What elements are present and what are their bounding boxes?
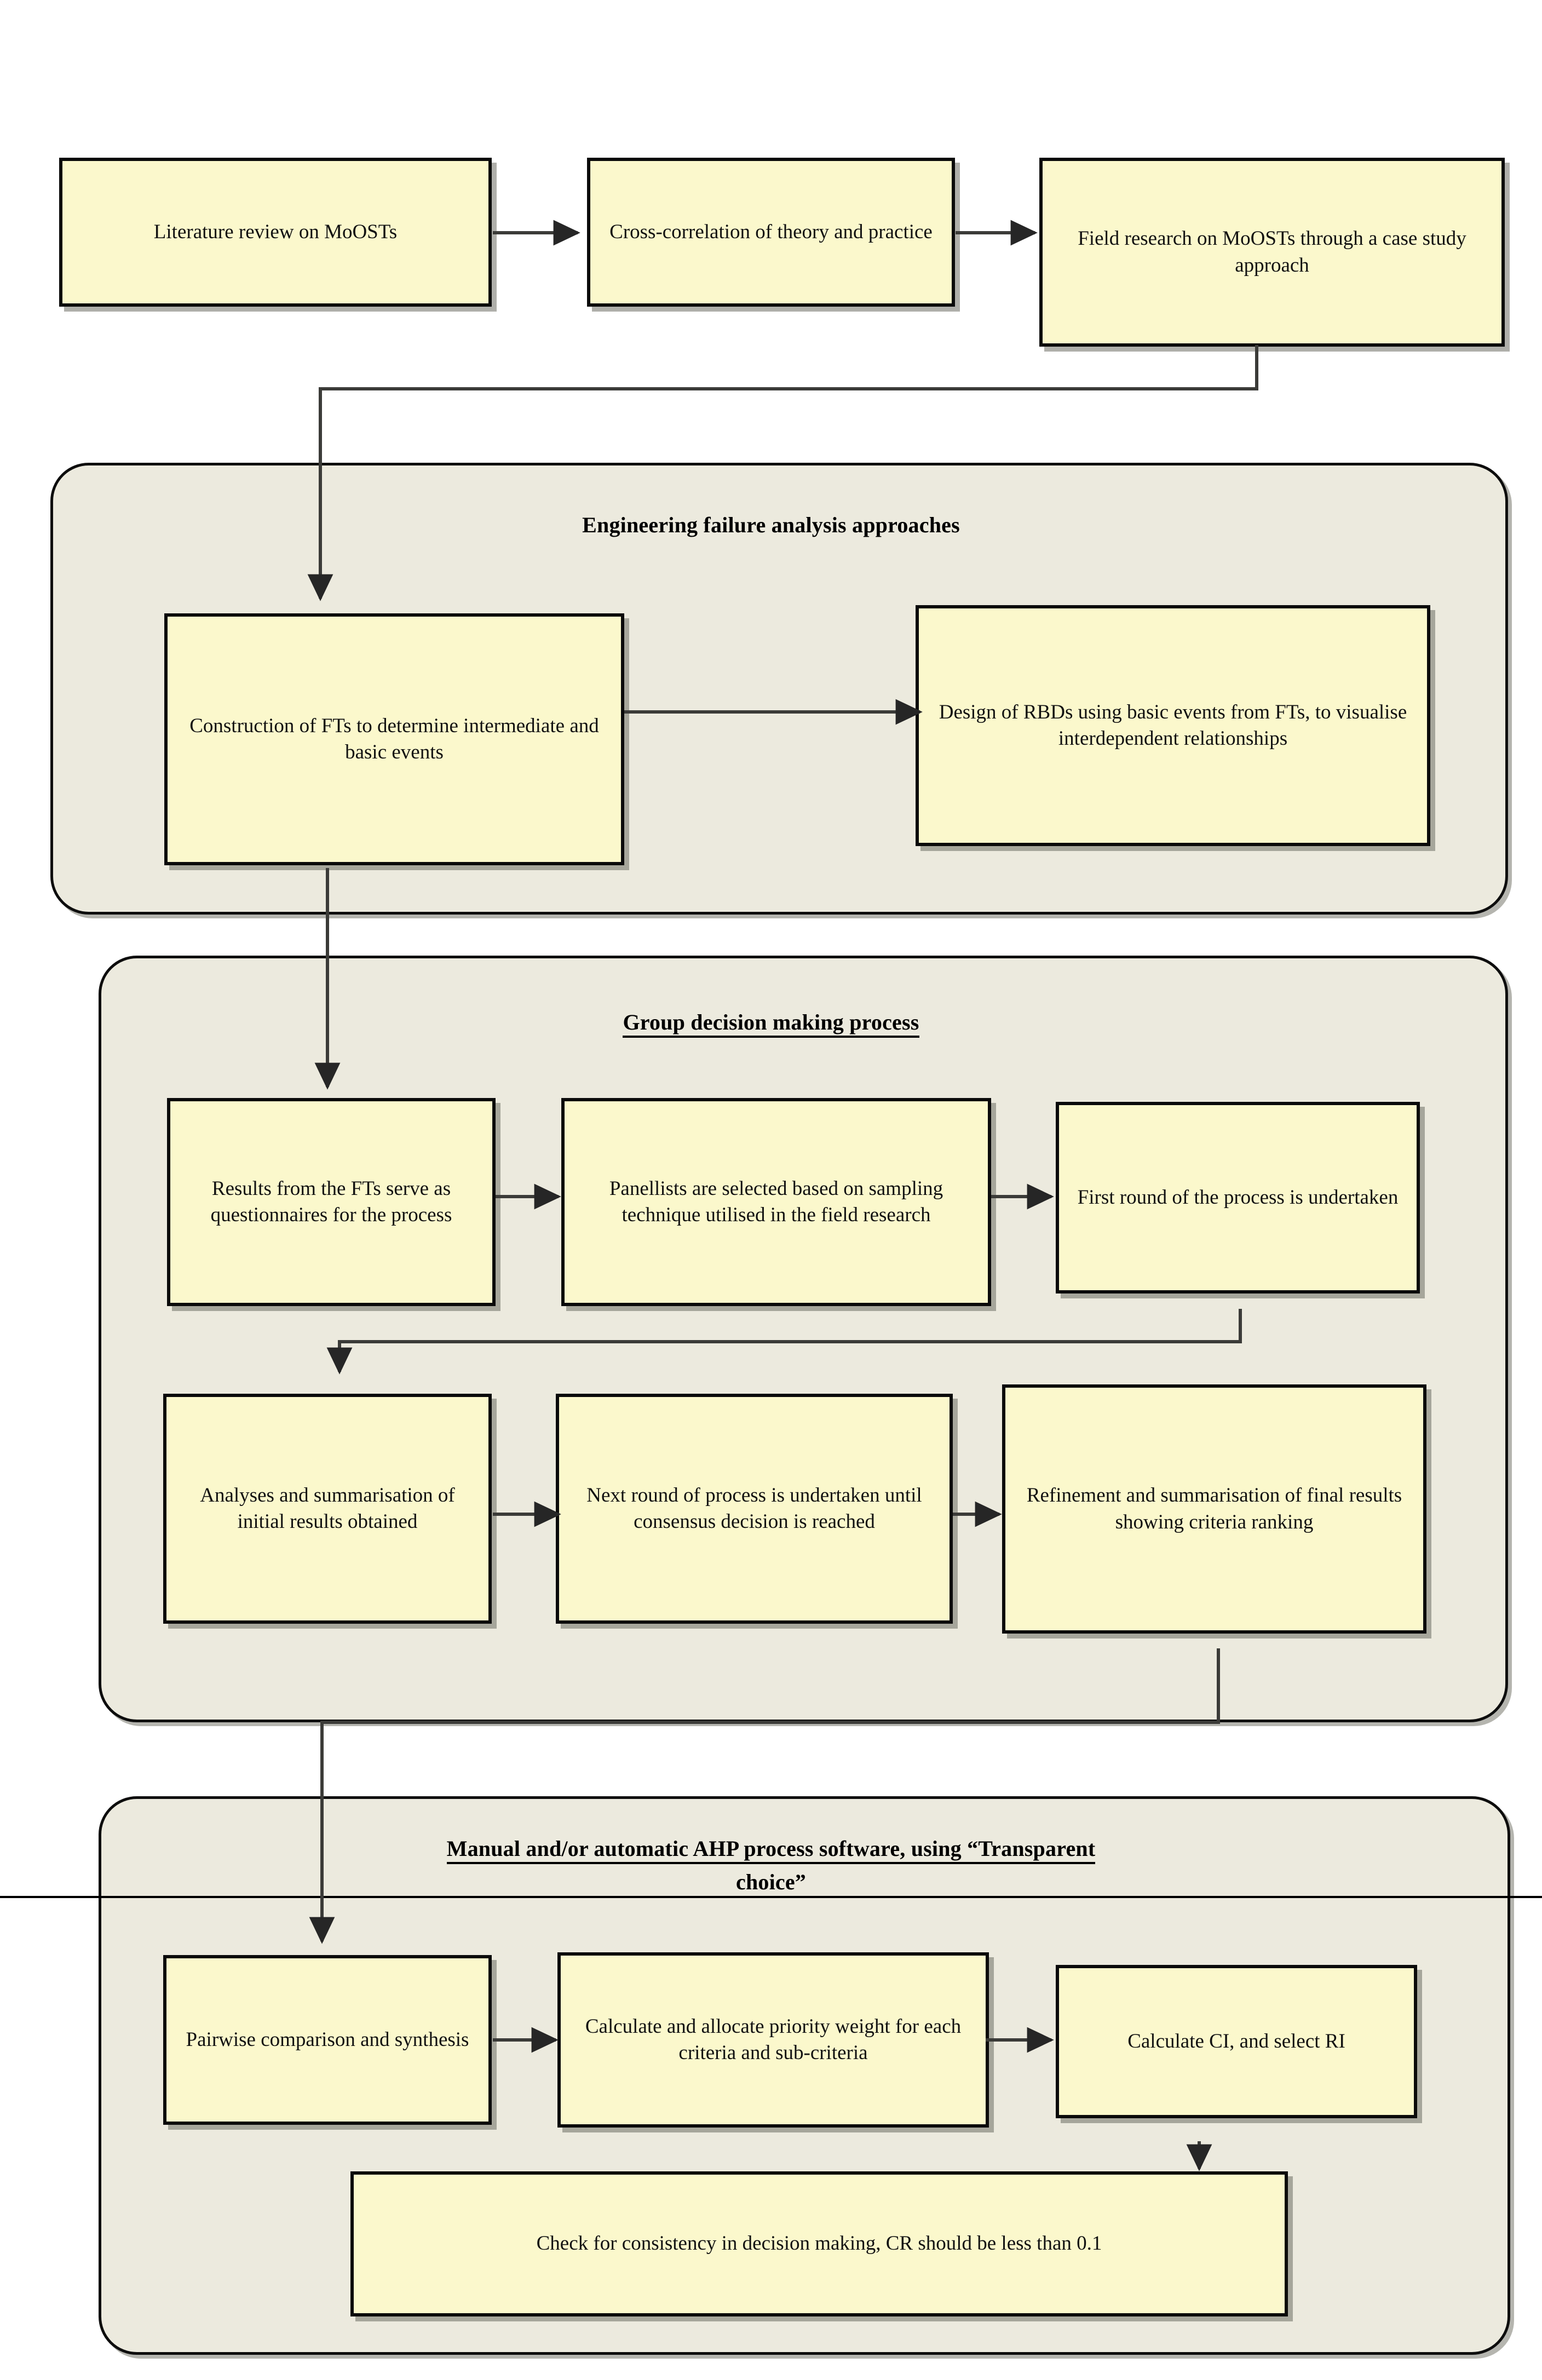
node-design-of-rbds[interactable]: Design of RBDs using basic events from F…: [916, 605, 1430, 846]
node-label: Analyses and summarisation of initial re…: [200, 1484, 455, 1533]
node-panellists-selected[interactable]: Panellists are selected based on samplin…: [561, 1098, 991, 1306]
node-refinement-summarisation[interactable]: Refinement and summarisation of final re…: [1002, 1384, 1426, 1634]
node-label: Panellists are selected based on samplin…: [609, 1177, 943, 1226]
node-label: Literature review on MoOSTs: [153, 220, 398, 243]
node-results-from-fts[interactable]: Results from the FTs serve as questionna…: [167, 1098, 496, 1306]
node-calculate-ci[interactable]: Calculate CI, and select RI: [1056, 1965, 1417, 2118]
node-label: Check for consistency in decision making…: [536, 2232, 1102, 2255]
node-label: Refinement and summarisation of final re…: [1026, 1484, 1402, 1533]
node-label: Design of RBDs using basic events from F…: [939, 700, 1407, 750]
node-label: Next round of process is undertaken unti…: [586, 1484, 922, 1533]
node-lit-review[interactable]: Literature review on MoOSTs: [59, 158, 492, 307]
node-label: Field research on MoOSTs through a case …: [1078, 227, 1466, 277]
node-label: Calculate and allocate priority weight f…: [585, 2015, 962, 2064]
node-label: Construction of FTs to determine interme…: [189, 714, 599, 763]
node-label: Calculate CI, and select RI: [1127, 2030, 1345, 2053]
node-analyses-summarisation[interactable]: Analyses and summarisation of initial re…: [163, 1394, 492, 1624]
node-label: Pairwise comparison and synthesis: [186, 2028, 469, 2051]
node-check-consistency[interactable]: Check for consistency in decision making…: [350, 2171, 1288, 2316]
node-cross-correlation[interactable]: Cross-correlation of theory and practice: [587, 158, 955, 307]
node-next-round[interactable]: Next round of process is undertaken unti…: [556, 1394, 953, 1624]
node-pairwise-comparison[interactable]: Pairwise comparison and synthesis: [163, 1955, 492, 2125]
node-label: Results from the FTs serve as questionna…: [210, 1177, 452, 1226]
node-calculate-allocate[interactable]: Calculate and allocate priority weight f…: [557, 1952, 989, 2128]
node-label: First round of the process is undertaken: [1077, 1186, 1399, 1209]
node-first-round[interactable]: First round of the process is undertaken: [1056, 1102, 1420, 1294]
node-label: Cross-correlation of theory and practice: [609, 220, 933, 243]
node-construction-of-fts[interactable]: Construction of FTs to determine interme…: [164, 613, 624, 865]
group-title-engineering-failure-analysis: Engineering failure analysis approaches: [582, 513, 960, 537]
group-title-ahp-process-software: Manual and/or automatic AHP process soft…: [0, 1836, 1542, 1898]
group-title-group-decision-making: Group decision making process: [0, 1009, 1542, 1038]
node-field-research[interactable]: Field research on MoOSTs through a case …: [1039, 158, 1505, 347]
